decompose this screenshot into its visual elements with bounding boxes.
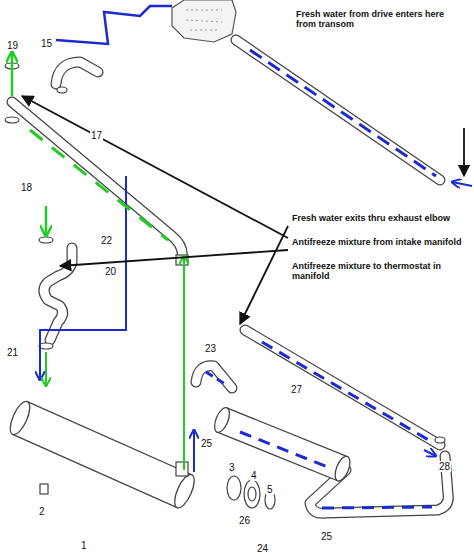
leader-arrows: [22, 96, 464, 324]
callout-number: 2: [38, 506, 46, 517]
callout-number: 26: [238, 515, 251, 526]
callout-number: 15: [40, 38, 53, 49]
callout-number: 24: [256, 543, 269, 554]
callout-number: 18: [20, 182, 33, 193]
fresh-water-flow: [40, 6, 472, 508]
drive-housing: [172, 0, 236, 42]
heat-exchanger: [6, 399, 198, 511]
annotation-note: Fresh water from drive enters here from …: [296, 10, 466, 30]
callout-number: 25: [320, 531, 333, 542]
callout-number: 27: [290, 384, 303, 395]
callout-number: 25: [200, 438, 213, 449]
annotation-note: Antifreeze mixture from intake manifold: [292, 238, 468, 248]
callout-number: 5: [266, 484, 274, 495]
fuel-cooler: [212, 406, 353, 483]
callout-number: 22: [100, 235, 113, 246]
fittings: [5, 63, 445, 509]
callout-number: 4: [250, 470, 258, 481]
callout-number: 23: [204, 343, 217, 354]
callout-number: 3: [228, 462, 236, 473]
hoses: [12, 40, 448, 513]
callout-number: 21: [6, 347, 19, 358]
callout-number: 19: [6, 40, 19, 51]
antifreeze-flow: [12, 52, 184, 470]
callout-number: 17: [90, 130, 103, 141]
annotation-note: Antifreeze mixture to thermostat in mani…: [292, 262, 468, 282]
callout-number: 28: [438, 461, 451, 472]
callout-number: 1: [80, 540, 88, 551]
callout-number: 20: [104, 266, 117, 277]
annotation-note: Fresh water exits thru exhaust elbow: [292, 214, 468, 224]
